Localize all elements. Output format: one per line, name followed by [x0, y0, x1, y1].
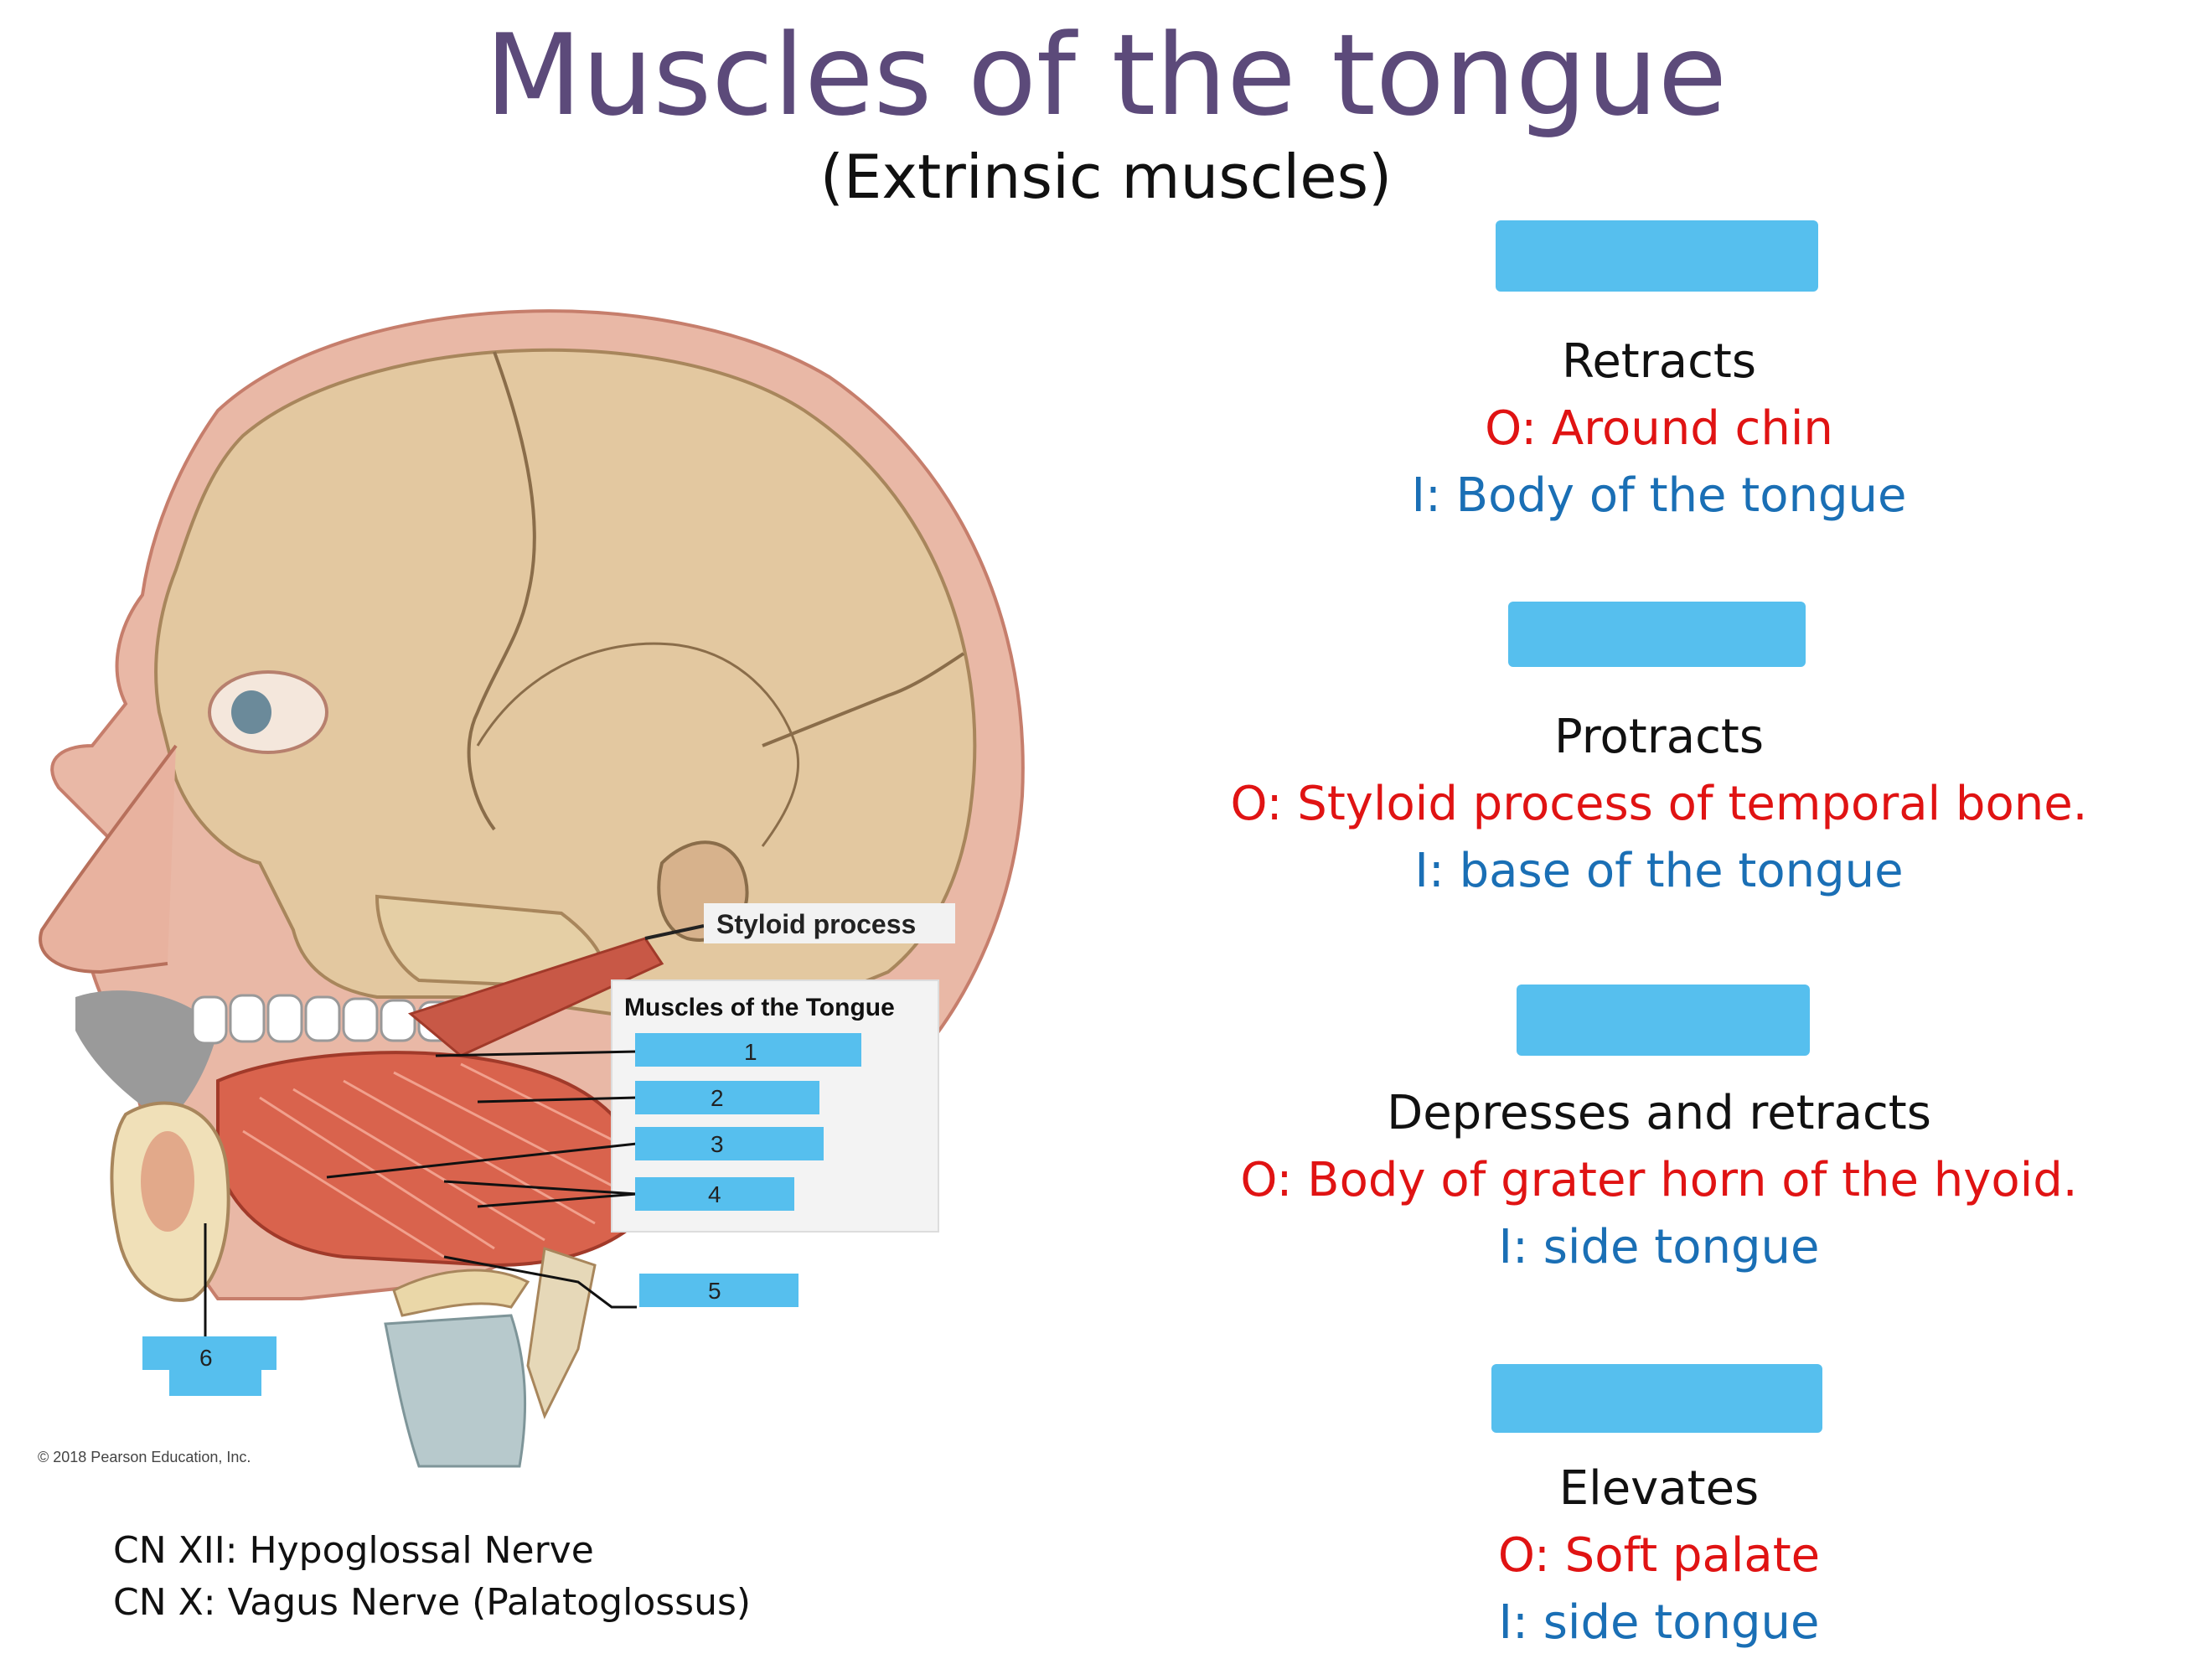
muscle-name-blank-2: [1508, 602, 1806, 667]
eye-iris: [231, 690, 271, 734]
marker-4: 4: [708, 1181, 721, 1207]
muscle-4-action: Elevates: [1558, 1461, 1760, 1516]
mustache: [75, 990, 218, 1123]
styloid-label-bg: [704, 903, 955, 943]
styloid-leader-line: [644, 924, 705, 940]
muscle-name-blank-4: [1491, 1364, 1822, 1433]
head-anatomy-illustration: Styloid process Muscles of the Tongue 1 …: [25, 276, 1106, 1475]
mandible-marrow: [141, 1131, 194, 1232]
marker-box-1: [635, 1033, 861, 1067]
thyroid-cartilage: [526, 1247, 597, 1419]
muscle-4-insertion: I: side tongue: [1498, 1595, 1820, 1650]
skull-diagram: Styloid process Muscles of the Tongue 1 …: [38, 309, 1025, 1468]
lambdoid-suture: [762, 652, 965, 747]
skull-cranium: [154, 348, 977, 1033]
marker-5: 5: [708, 1278, 721, 1304]
coronal-suture: [467, 351, 536, 831]
nerve-line-1: CN XII: Hypoglossal Nerve: [113, 1529, 594, 1572]
muscle-1-action: Retracts: [1561, 334, 1757, 389]
muscle-3-insertion: I: side tongue: [1498, 1220, 1820, 1274]
marker-3: 3: [711, 1131, 724, 1157]
inset-title: Muscles of the Tongue: [624, 994, 895, 1021]
leader-lines: [204, 1050, 638, 1341]
marker-box-3: [635, 1127, 824, 1160]
muscle-name-blank-1: [1496, 220, 1818, 292]
squamosal-suture: [476, 642, 800, 847]
nose: [39, 744, 178, 974]
styloglossus: [407, 937, 664, 1057]
styloid-label: Styloid process: [716, 909, 916, 939]
muscle-name-blank-3: [1517, 985, 1810, 1056]
hyoid-bone: [392, 1269, 530, 1317]
muscle-1-origin: O: Around chin: [1485, 401, 1833, 456]
muscle-1-insertion: I: Body of the tongue: [1411, 468, 1907, 523]
marker-box-5: [639, 1274, 798, 1307]
marker-6: 6: [199, 1345, 213, 1371]
page-subtitle: (Extrinsic muscles): [819, 142, 1393, 212]
muscle-2-insertion: I: base of the tongue: [1414, 844, 1904, 898]
marker-1: 1: [744, 1039, 757, 1065]
marker-box-4: [635, 1177, 794, 1211]
nerve-notes: CN XII: Hypoglossal Nerve CN X: Vagus Ne…: [113, 1525, 751, 1628]
larynx: [384, 1314, 527, 1468]
muscle-3-action: Depresses and retracts: [1387, 1086, 1931, 1140]
muscle-3-origin: O: Body of grater horn of the hyoid.: [1240, 1153, 2078, 1207]
marker-box-2: [635, 1081, 819, 1114]
muscle-2-action: Protracts: [1553, 710, 1765, 764]
marker-box-6b: [169, 1366, 261, 1396]
marker-box-6a: [142, 1336, 276, 1370]
muscle-4-origin: O: Soft palate: [1497, 1528, 1821, 1583]
marker-2: 2: [711, 1085, 724, 1111]
page-title: Muscles of the tongue: [484, 10, 1728, 141]
nerve-line-2: CN X: Vagus Nerve (Palatoglossus): [113, 1580, 752, 1624]
copyright-text: © 2018 Pearson Education, Inc.: [38, 1449, 251, 1465]
muscle-2-origin: O: Styloid process of temporal bone.: [1230, 777, 2088, 831]
